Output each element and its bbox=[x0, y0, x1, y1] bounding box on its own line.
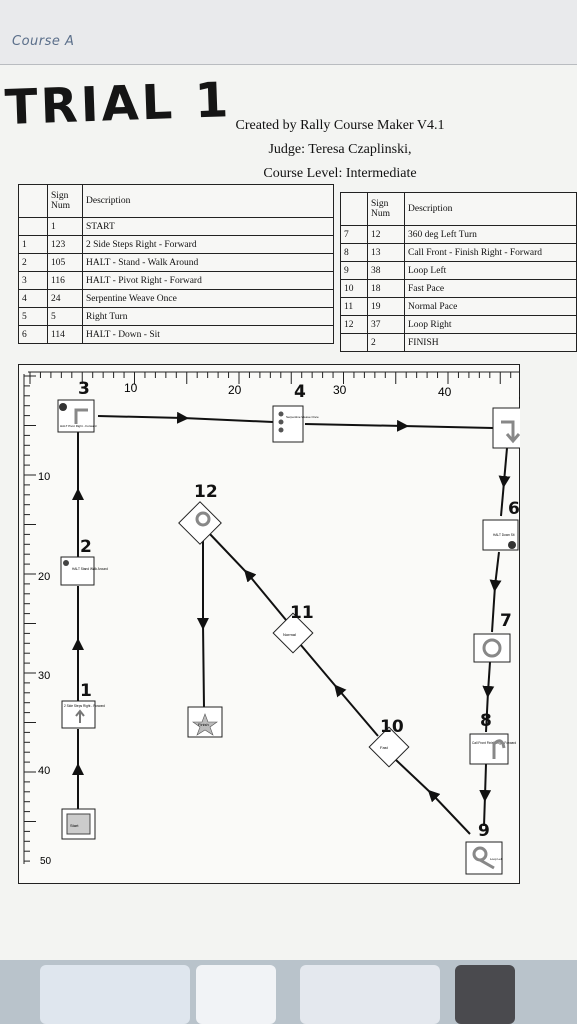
station-number: 5 bbox=[518, 385, 520, 405]
ruler-label: 20 bbox=[228, 383, 242, 397]
sign-station-11: Normal bbox=[272, 612, 314, 654]
sign-num-header: Sign Num bbox=[47, 184, 83, 218]
svg-text:HALT Stand Walk Around: HALT Stand Walk Around bbox=[72, 567, 108, 571]
sign-station-6: HALT Down Sit bbox=[482, 519, 519, 551]
ruler-label: 40 bbox=[38, 765, 50, 777]
background-object bbox=[300, 965, 440, 1024]
description-header: Description bbox=[404, 192, 577, 226]
description-header: Description bbox=[82, 184, 334, 218]
background-object bbox=[455, 965, 515, 1024]
course-path bbox=[72, 411, 511, 835]
table-header-row: Sign Num Description bbox=[340, 192, 577, 226]
station-number: 3 bbox=[78, 379, 90, 399]
sign-station-4: Serpentine Weave Once bbox=[272, 405, 319, 443]
svg-text:2 Side Steps Right - Forward: 2 Side Steps Right - Forward bbox=[64, 704, 105, 708]
station-number: 10 bbox=[380, 717, 404, 737]
sign-station-12 bbox=[178, 501, 222, 545]
svg-text:HALT Pivot Right - Forward: HALT Pivot Right - Forward bbox=[60, 424, 97, 428]
handwritten-trial-title: TRIAL 1 bbox=[4, 72, 233, 136]
station-number: 8 bbox=[480, 711, 492, 731]
background-object bbox=[196, 965, 276, 1024]
svg-text:Finish: Finish bbox=[198, 722, 209, 727]
previous-sheet-edge: Course A bbox=[0, 0, 577, 65]
ruler-label: 30 bbox=[38, 670, 50, 682]
sign-station-5 bbox=[492, 407, 520, 449]
course-level-line: Course Level: Intermediate bbox=[263, 166, 417, 181]
top-ruler: 10 20 30 40 5 bbox=[28, 371, 520, 399]
ruler-label: 20 bbox=[38, 571, 50, 583]
sign-station-3: HALT Pivot Right - Forward bbox=[57, 399, 97, 433]
course-map: 10 20 30 40 5 10 20 30 40 50 Start bbox=[23, 371, 520, 875]
svg-text:Loop Left: Loop Left bbox=[490, 857, 503, 861]
sign-start: Start bbox=[61, 808, 96, 840]
ruler-label: 40 bbox=[438, 385, 452, 399]
ruler-label: 30 bbox=[333, 383, 347, 397]
svg-text:HALT Down Sit: HALT Down Sit bbox=[493, 533, 515, 537]
station-number: 4 bbox=[294, 382, 306, 402]
station-number: 1 bbox=[80, 681, 92, 701]
handwritten-course-note: Course A bbox=[12, 34, 75, 49]
station-number: 9 bbox=[478, 821, 490, 841]
station-number: 6 bbox=[508, 499, 520, 519]
created-by-line: Created by Rally Course Maker V4.1 bbox=[235, 118, 445, 133]
sign-station-2: HALT Stand Walk Around bbox=[60, 556, 108, 586]
judge-line: Judge: Teresa Czaplinski, bbox=[268, 142, 412, 157]
table-header-row: Sign Num Description bbox=[18, 184, 334, 218]
sign-station-10: Fast bbox=[368, 726, 410, 768]
station-number: 2 bbox=[80, 537, 92, 557]
background-object bbox=[40, 965, 190, 1024]
sign-station-9: Loop Left bbox=[465, 841, 503, 875]
svg-text:Start: Start bbox=[70, 823, 79, 828]
ruler-label: 10 bbox=[124, 381, 138, 395]
sign-num-header: Sign Num bbox=[367, 192, 405, 226]
sign-station-8: Call Front Finish Right Forward bbox=[469, 733, 516, 765]
sign-station-7 bbox=[473, 633, 511, 663]
sign-finish: Finish bbox=[187, 706, 223, 738]
station-number: 12 bbox=[194, 482, 218, 502]
svg-text:Normal: Normal bbox=[283, 632, 296, 637]
svg-text:Fast: Fast bbox=[380, 745, 389, 750]
ruler-label: 10 bbox=[38, 471, 50, 483]
station-number: 7 bbox=[500, 611, 512, 631]
left-ruler: 10 20 30 40 50 bbox=[23, 374, 52, 867]
svg-text:Serpentine Weave Once: Serpentine Weave Once bbox=[286, 415, 319, 419]
ruler-label: 50 bbox=[40, 856, 52, 867]
sign-station-1: 2 Side Steps Right - Forward bbox=[61, 700, 105, 729]
station-number: 11 bbox=[290, 603, 314, 623]
